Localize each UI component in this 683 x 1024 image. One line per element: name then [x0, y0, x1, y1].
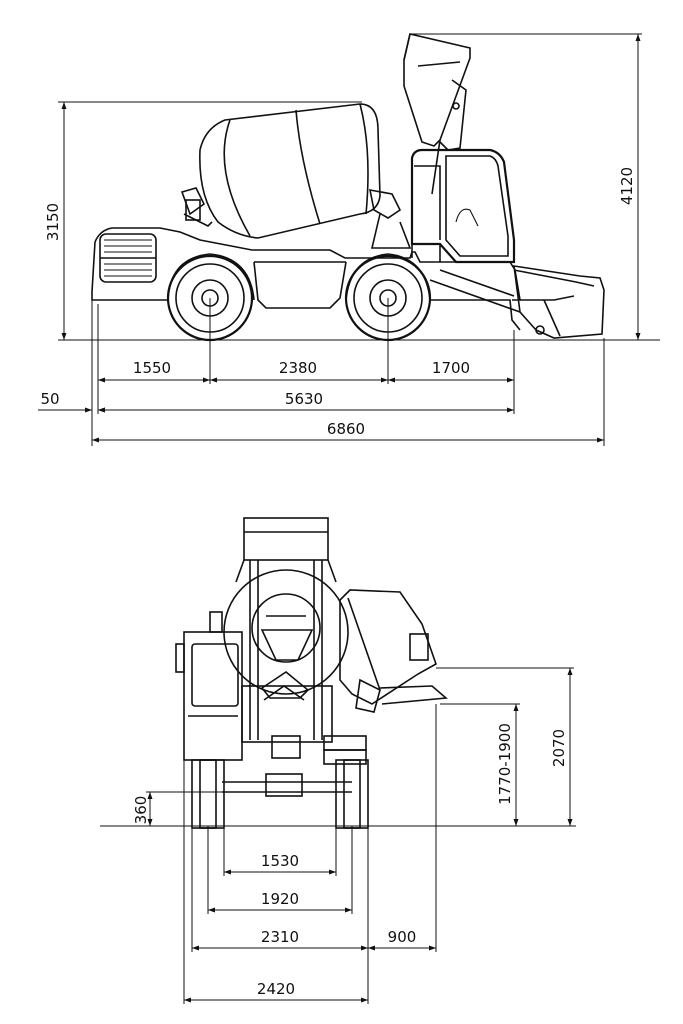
dim-height-drum: 3150 — [44, 203, 62, 241]
bucket-front — [235, 517, 337, 740]
dim-width-body: 2310 — [261, 928, 299, 946]
mixer-drum — [180, 103, 412, 249]
dim-ground-clearance: 360 — [132, 796, 150, 825]
side-view: 3150 4120 1550 2380 1700 50 5630 — [38, 33, 660, 446]
front-dimensions: 360 1770-1900 2070 1530 1920 — [132, 667, 576, 1004]
cab-front — [175, 611, 243, 761]
dim-track-inner: 1530 — [261, 852, 299, 870]
tires-front — [191, 759, 369, 829]
front-view: 360 1770-1900 2070 1530 1920 — [100, 517, 576, 1004]
dim-discharge-range: 1770-1900 — [496, 723, 514, 805]
dim-chute-reach: 900 — [388, 928, 417, 946]
dim-track: 1920 — [261, 890, 299, 908]
dim-seg-wheelbase: 2380 — [279, 359, 317, 377]
dim-discharge-max: 2070 — [550, 729, 568, 767]
body-front — [222, 685, 367, 797]
cab — [410, 148, 516, 264]
side-dimensions: 3150 4120 1550 2380 1700 50 5630 — [38, 33, 642, 446]
dim-seg-front: 1550 — [133, 359, 171, 377]
dim-height-total: 4120 — [618, 167, 636, 205]
dim-body-length: 5630 — [285, 390, 323, 408]
dim-width-total: 2420 — [257, 980, 295, 998]
dim-seg-rear: 1700 — [432, 359, 470, 377]
discharge-chute — [339, 589, 448, 713]
loading-arm-raised — [403, 33, 471, 195]
chassis — [91, 227, 521, 331]
dim-offset: 50 — [40, 390, 59, 408]
dim-total-length: 6860 — [327, 420, 365, 438]
loading-shovel — [429, 265, 605, 339]
